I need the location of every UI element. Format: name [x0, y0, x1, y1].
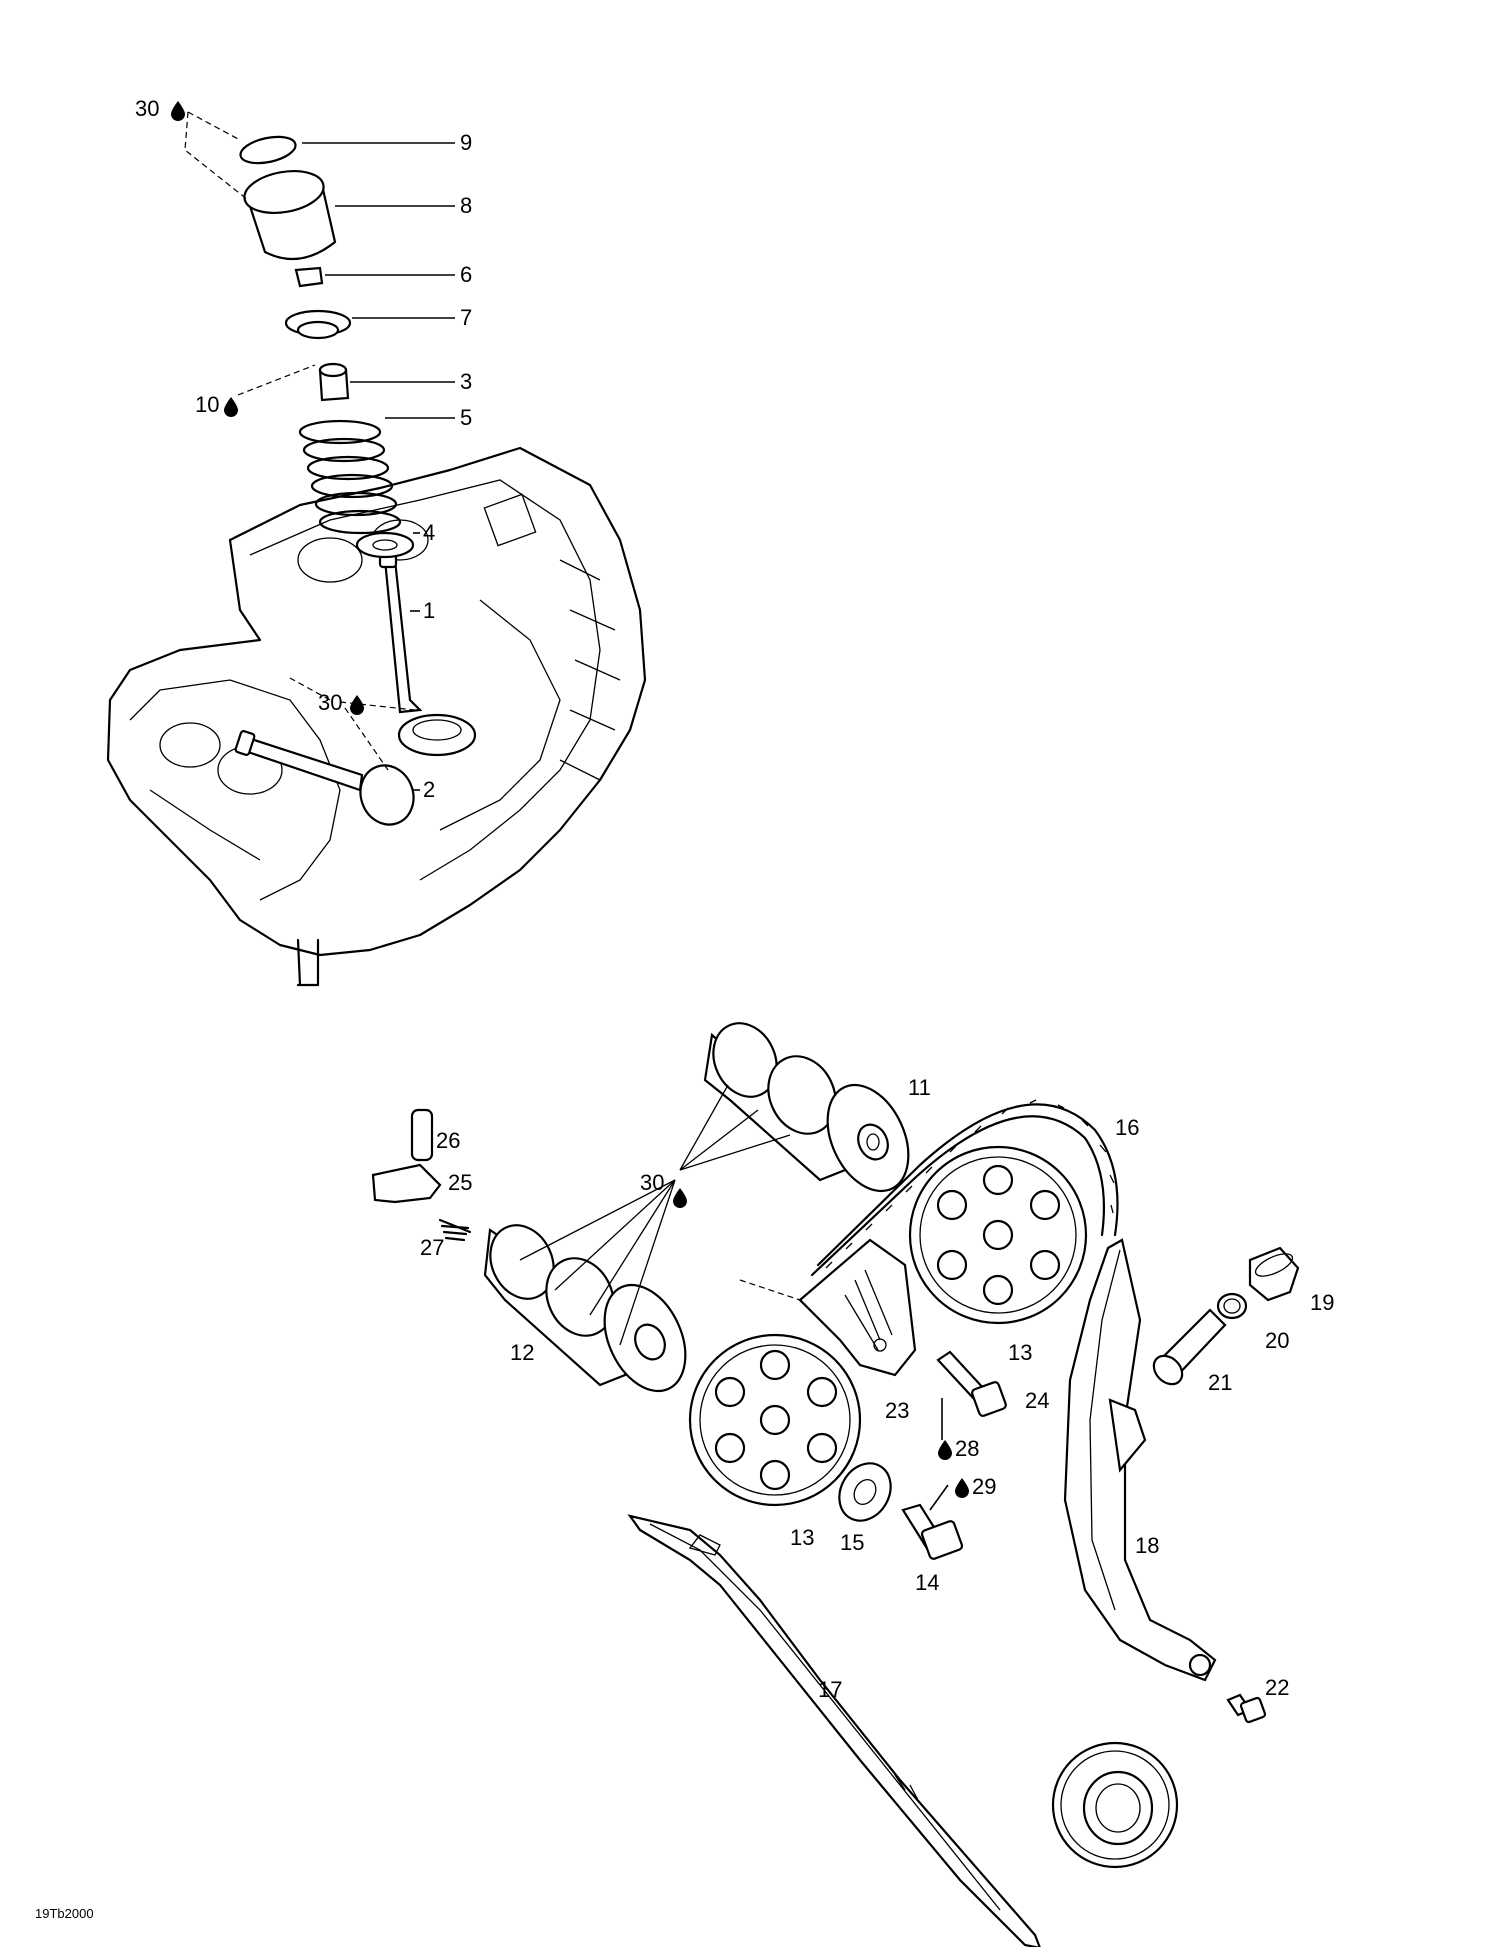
- callout-30-top: 30: [135, 96, 159, 121]
- callout-7: 7: [460, 305, 472, 330]
- callout-labels: 30 9 8 6 7 3 5 10 4 1 30 2 11 26 25 27 3…: [35, 96, 1334, 1921]
- leader-30-top: [184, 111, 249, 201]
- callout-10: 10: [195, 392, 219, 417]
- callout-28: 28: [955, 1436, 979, 1461]
- sprocket-washer: [838, 1462, 892, 1522]
- oil-drop-icon: [171, 101, 185, 121]
- callout-20: 20: [1265, 1328, 1289, 1353]
- camshaft-exhaust: [703, 1022, 910, 1193]
- callout-11: 11: [908, 1075, 931, 1100]
- oil-drop-icon: [938, 1440, 952, 1460]
- oil-drop-icon: [224, 397, 238, 417]
- callout-22: 22: [1265, 1675, 1289, 1700]
- chain-guide-lower: [627, 1514, 1041, 1947]
- valve-spring: [298, 419, 402, 535]
- callout-leaders-top: [302, 142, 455, 791]
- valve-exhaust: [234, 730, 415, 826]
- decompressor-parts: [371, 1108, 472, 1242]
- callout-15: 15: [840, 1530, 864, 1555]
- callout-8: 8: [460, 193, 472, 218]
- tensioner-piston: [1152, 1308, 1227, 1386]
- oil-drop-icon: [350, 695, 364, 715]
- tensioner-gasket: [1216, 1292, 1248, 1320]
- guide-pin-screw: [1226, 1693, 1267, 1724]
- callout-23: 23: [885, 1398, 909, 1423]
- callout-29: 29: [972, 1474, 996, 1499]
- callout-18: 18: [1135, 1533, 1159, 1558]
- leader-10: [237, 364, 316, 396]
- valve-intake: [378, 553, 477, 757]
- callout-1: 1: [423, 598, 435, 623]
- callout-9: 9: [460, 130, 472, 155]
- valve-tappet: [243, 170, 337, 261]
- drawing-code: 19Tb2000: [35, 1906, 94, 1921]
- valve-stem-seal: [318, 362, 350, 402]
- callout-16: 16: [1115, 1115, 1139, 1140]
- timing-chain: [810, 1099, 1119, 1277]
- callout-14: 14: [915, 1570, 939, 1595]
- callout-5: 5: [460, 405, 472, 430]
- oil-drop-icon: [955, 1478, 969, 1498]
- oil-drop-icon: [673, 1188, 687, 1208]
- callout-6: 6: [460, 262, 472, 287]
- leader-29: [929, 1484, 949, 1511]
- callout-2: 2: [423, 777, 435, 802]
- camshaft-sprocket-upper: [908, 1145, 1088, 1325]
- callout-30-cams: 30: [640, 1170, 664, 1195]
- callout-26: 26: [436, 1128, 460, 1153]
- chain-guide-upper: [798, 1238, 917, 1377]
- callout-12: 12: [510, 1340, 534, 1365]
- callout-25: 25: [448, 1170, 472, 1195]
- callout-27: 27: [420, 1235, 444, 1260]
- chain-tensioner-plug: [1248, 1246, 1300, 1302]
- callout-3: 3: [460, 369, 472, 394]
- spring-retainer: [284, 309, 352, 340]
- callout-19: 19: [1310, 1290, 1334, 1315]
- callout-17: 17: [818, 1677, 842, 1702]
- sprocket-bolt: [901, 1503, 964, 1560]
- chain-tensioner-guide: [1063, 1238, 1217, 1682]
- valve-cotter: [294, 266, 324, 288]
- spring-seat-washer: [355, 531, 415, 559]
- valve-shim: [239, 135, 297, 165]
- callout-21: 21: [1208, 1370, 1232, 1395]
- leader-30-head-b: [289, 677, 331, 701]
- leader-30-cams: [519, 1084, 791, 1346]
- camshaft-sprocket-lower: [688, 1333, 862, 1507]
- camshaft-intake: [483, 1224, 687, 1393]
- guide-bolt: [936, 1350, 1007, 1417]
- callout-24: 24: [1025, 1388, 1049, 1413]
- leader-23: [739, 1279, 801, 1301]
- crankshaft-gear: [1051, 1741, 1179, 1869]
- callout-13-lower: 13: [790, 1525, 814, 1550]
- callout-4: 4: [423, 520, 435, 545]
- cylinder-head: [106, 446, 647, 987]
- callout-30-head: 30: [318, 690, 342, 715]
- callout-13-upper: 13: [1008, 1340, 1032, 1365]
